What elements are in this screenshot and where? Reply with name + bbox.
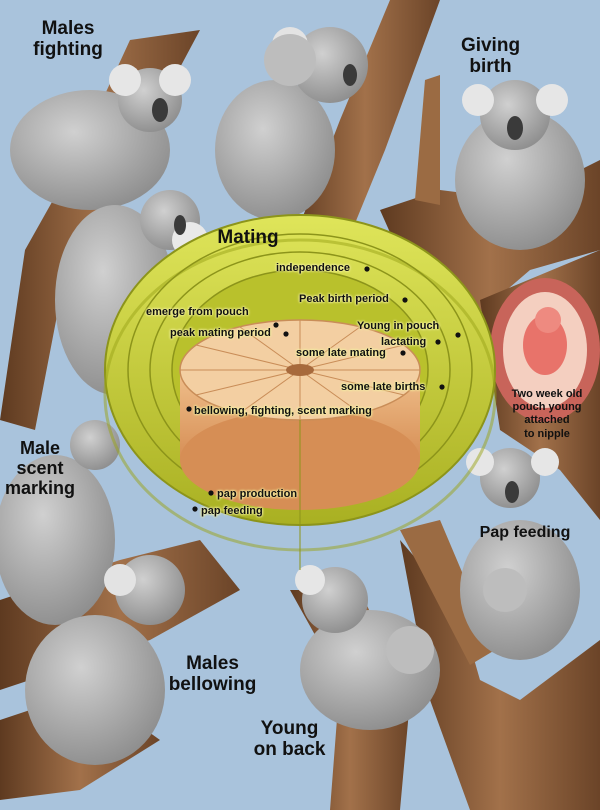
koala-scent-marking [0,420,120,625]
label-young-on-back: Young on back [253,718,326,761]
annot-some-late-births: some late births [341,381,426,393]
label-mating: Mating [217,227,279,248]
pouch-young-inset [490,278,600,422]
life-cycle-wheel [103,214,497,570]
label-males-bellowing: Males bellowing [168,653,257,696]
koala-mating-pair [215,27,368,220]
label-giving-birth: Giving birth [460,35,521,78]
annot-peak-birth-period: Peak birth period [299,293,389,305]
annot-pap-feeding: pap feeding [201,505,263,517]
annot-young-in-pouch: Young in pouch [357,320,440,332]
annot-lactating: lactating [381,336,427,348]
koala-giving-birth [455,80,585,250]
annot-bellowing-fighting-scent-marking: bellowing, fighting, scent marking [194,405,372,417]
annot-pap-production: pap production [217,488,298,500]
label-pouch-young: Two week old pouch young attached to nip… [511,388,583,440]
label-pap-feeding: Pap feeding [479,524,571,541]
label-males-fighting: Males fighting [33,18,103,61]
koala-fighting-top [10,64,191,210]
annot-emerge-from-pouch: emerge from pouch [146,306,249,318]
annot-some-late-mating: some late mating [296,347,386,359]
annot-peak-mating-period: peak mating period [170,327,271,339]
label-male-scent-marking: Male scent marking [4,438,76,499]
koala-bellowing [25,555,185,765]
annot-independence: independence [276,262,350,274]
koala-young-on-back [295,565,440,730]
annotation-dots [186,266,461,512]
